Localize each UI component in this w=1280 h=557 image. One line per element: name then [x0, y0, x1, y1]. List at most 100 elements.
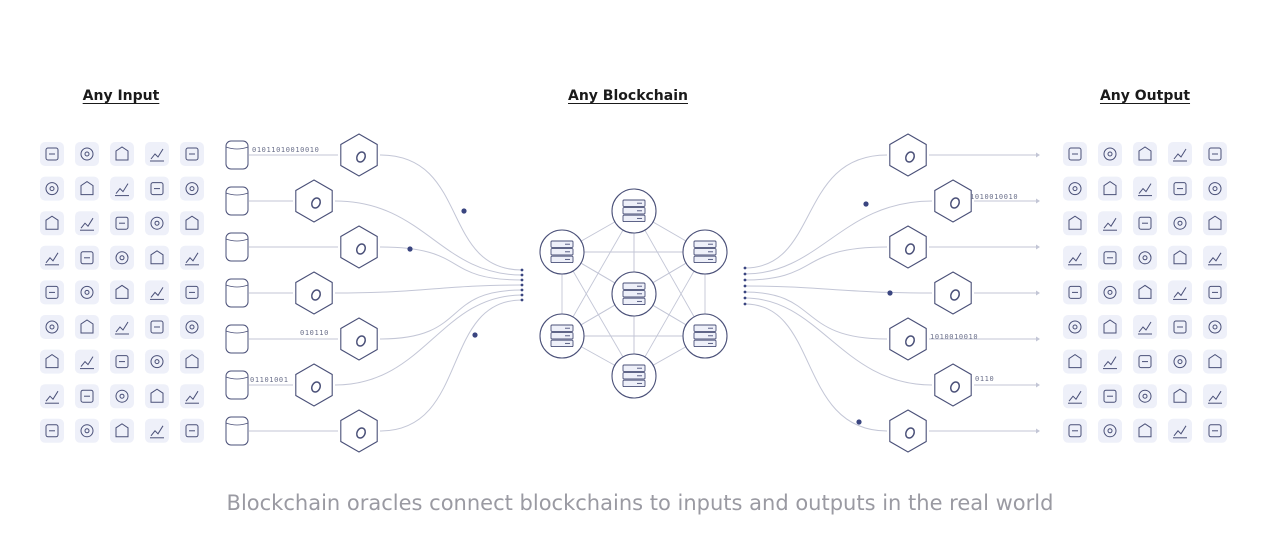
oracle-node [295, 179, 333, 223]
chainlink-icon [311, 197, 321, 209]
oracle-node [340, 317, 378, 361]
checklist-icon [1133, 211, 1157, 236]
newspaper-icon [1168, 418, 1192, 443]
server-node [611, 353, 657, 399]
connection-line [334, 284, 523, 294]
connection-endpoint [743, 278, 747, 282]
user-search-icon [180, 418, 204, 443]
oracle-node [934, 271, 972, 315]
contract-icon [145, 176, 169, 201]
coins-stack-icon [1203, 418, 1227, 443]
server-icon [622, 364, 646, 388]
connection-line [379, 289, 523, 340]
satellite-icon [1098, 211, 1122, 236]
invoice-icon [1063, 211, 1087, 236]
chip-icon [1063, 384, 1087, 409]
yen-icon [1098, 384, 1122, 409]
globe-settings-icon [40, 349, 64, 374]
stethoscope-icon [180, 315, 204, 339]
arrow-head [1036, 244, 1040, 250]
server-icon [693, 324, 717, 348]
thermometer-icon [40, 211, 64, 236]
chainlink-icon [311, 289, 321, 301]
bank-coin-icon [1168, 142, 1192, 166]
server-icon [550, 324, 574, 348]
delivery-icon [145, 211, 169, 236]
dollar-icon [1133, 142, 1157, 166]
document-icon [110, 142, 134, 166]
chainlink-icon [905, 335, 915, 347]
diagram-caption: Blockchain oracles connect blockchains t… [226, 491, 1054, 515]
oracle-node [889, 225, 927, 269]
atom-icon [75, 349, 99, 374]
oracle-node [340, 409, 378, 453]
connection-line [744, 285, 933, 294]
server-icon [550, 240, 574, 264]
connection-endpoint [520, 268, 524, 272]
heartbeat-icon [110, 418, 134, 443]
server-icon [693, 240, 717, 264]
input-oracles [225, 133, 378, 453]
global-trade-icon [1063, 176, 1087, 201]
output-oracles [889, 133, 972, 453]
laptop-check-icon [1063, 349, 1087, 374]
laptop-pay-icon [1098, 142, 1122, 166]
oil-tower-icon [145, 384, 169, 409]
signal-dot [856, 419, 862, 425]
bit-labels: 01011010010010 010110 01101001 101001001… [250, 146, 1018, 384]
connection-line [379, 154, 523, 271]
output-icon-grid [1063, 142, 1227, 443]
gears-icon [1133, 315, 1157, 339]
globe-coin-icon [1098, 418, 1122, 443]
data-source-cylinder [225, 140, 249, 170]
hard-drive-icon [1133, 418, 1157, 443]
chainlink-icon [905, 151, 915, 163]
code-window-icon [75, 418, 99, 443]
bit-label: 1010010010 [970, 193, 1018, 201]
dashboard-icon [145, 418, 169, 443]
signal-dot [407, 246, 413, 252]
crypto-coin-icon [75, 280, 99, 305]
truck-icon [75, 176, 99, 201]
payment-card-icon [1098, 176, 1122, 201]
connection-line [744, 200, 933, 275]
gavel-icon [110, 176, 134, 201]
ladder-icon [145, 280, 169, 305]
server-node [611, 188, 657, 234]
arrow-head [1036, 336, 1040, 342]
connection-line [744, 303, 888, 432]
connection-line [744, 297, 933, 386]
data-source-cylinder [225, 232, 249, 262]
server-stack-icon [1203, 280, 1227, 305]
car-icon [40, 245, 64, 270]
arrow-head [1036, 290, 1040, 296]
bit-label: 01101001 [250, 376, 289, 384]
server-icon [622, 282, 646, 306]
bank-building-icon [1098, 280, 1122, 305]
pound-icon [1168, 349, 1192, 374]
tower-icon [1203, 384, 1227, 409]
any-input-heading: Any Input [82, 88, 160, 104]
globe-icon [1168, 211, 1192, 236]
monitor-chart-icon [1133, 245, 1157, 270]
chainlink-icon [356, 151, 366, 163]
solar-panel-icon [40, 176, 64, 201]
signal-dot [863, 201, 869, 207]
growth-chart-icon [145, 142, 169, 166]
factory-icon [180, 384, 204, 409]
server-node [682, 313, 728, 359]
binary-icon [110, 245, 134, 270]
bit-label: 010110 [300, 329, 329, 337]
oracle-node [295, 271, 333, 315]
coin-icon [75, 142, 99, 166]
basketball-icon [40, 280, 64, 305]
connection-endpoint [520, 278, 524, 282]
sun-icon [110, 315, 134, 339]
oracle-node [340, 133, 378, 177]
bit-label: 0110 [975, 375, 994, 383]
bank-icon [1203, 176, 1227, 201]
any-blockchain-heading: Any Blockchain [568, 88, 688, 104]
connection-line [379, 299, 523, 432]
server-node [539, 229, 585, 275]
connection-endpoint [520, 298, 524, 302]
